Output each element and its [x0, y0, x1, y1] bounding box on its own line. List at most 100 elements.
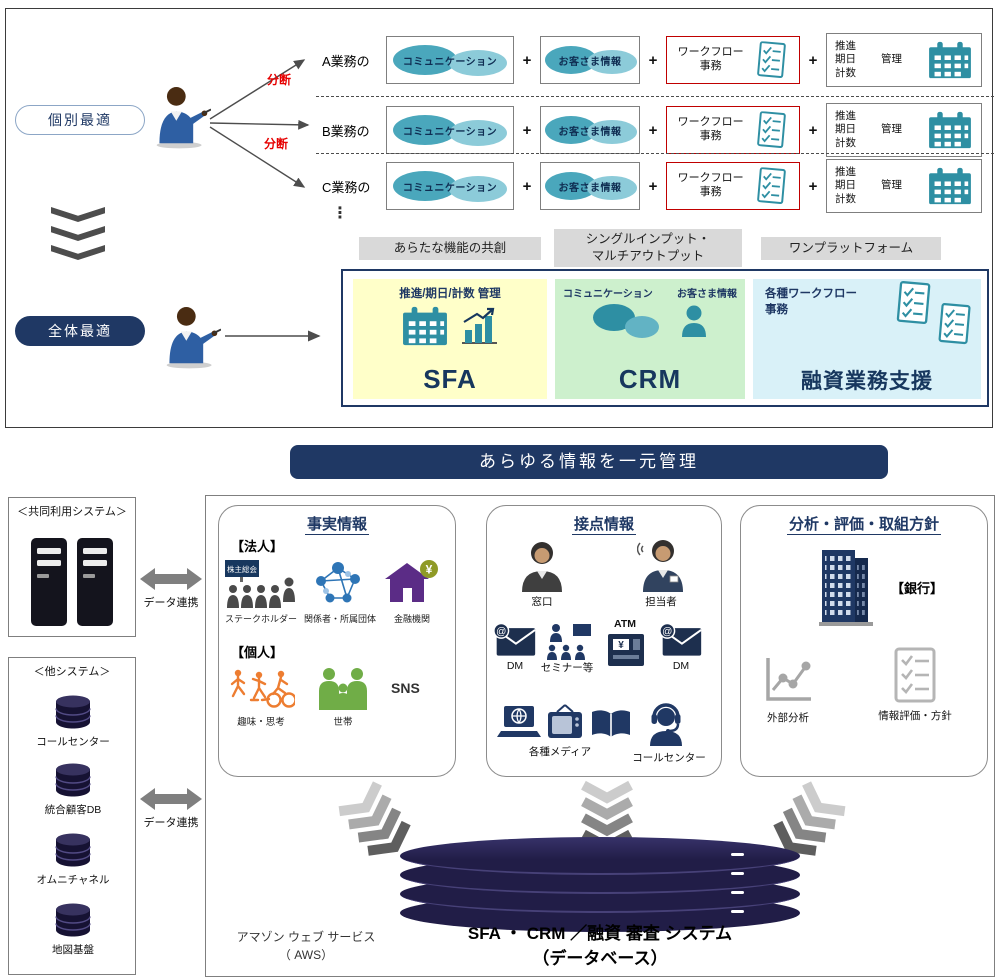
promotion-box: 推進 期日 計数 管理: [826, 159, 982, 213]
co-creation-pill: あらたな機能の共創: [359, 237, 541, 260]
database-icon: [53, 832, 93, 868]
integrated-platform-box: 推進/期日/計数 管理 SFA コミュニケーション お客さま情報: [341, 269, 989, 407]
chevron-down-icon: [51, 226, 105, 241]
db-led: [731, 853, 744, 856]
single-input-pill: シングルインプット・ マルチアウトプット: [554, 229, 742, 267]
workflow-label: ワークフロー 事務: [677, 116, 744, 142]
bank-heading: 【銀行】: [891, 581, 944, 596]
db-led: [731, 910, 744, 913]
db-led: [731, 872, 744, 875]
other-systems-label: ＜他システム＞: [33, 666, 111, 678]
customer-info-box: お客さま情報: [540, 36, 640, 84]
checklist-icon: [754, 167, 788, 205]
contact-info-panel: 接点情報 窓口 担当者 DM セミナー等 ATM ¥ DM: [486, 505, 722, 777]
sfa-panel: 推進/期日/計数 管理 SFA: [353, 279, 547, 399]
database-icon: [53, 762, 93, 798]
other-system-item: 統合顧客DB: [44, 804, 102, 816]
workflow-box: ワークフロー 事務: [666, 36, 800, 84]
svg-text:株主総会: 株主総会: [227, 564, 257, 574]
speech-bubble-icon: [587, 176, 637, 200]
row-label: C業務の: [322, 179, 371, 195]
communication-box: コミュニケーション: [386, 106, 514, 154]
banner-title: あらゆる情報を一元管理: [290, 445, 888, 479]
server-icon: [75, 536, 115, 628]
other-systems-box: ＜他システム＞ コールセンター 統合顧客DB オムニチャネル 地図基盤: [8, 657, 136, 975]
speech-bubble-icon: [449, 176, 507, 202]
manage-label: 管理: [881, 179, 902, 192]
row-label: B業務の: [322, 123, 370, 139]
communication-box: コミュニケーション: [386, 162, 514, 210]
customer-info-label: お客さま情報: [558, 56, 622, 68]
workflow-box: ワークフロー 事務: [666, 106, 800, 154]
calendar-icon: [927, 166, 973, 206]
bar-chart-icon: [462, 307, 497, 344]
promotion-box: 推進 期日 計数管理: [826, 33, 982, 87]
data-link-arrow: [138, 566, 204, 592]
data-link-arrow: [138, 786, 204, 812]
atm-label: ATM: [614, 618, 636, 630]
counter-label: 窓口: [531, 596, 553, 608]
plus-sign: +: [648, 121, 658, 139]
divider-dashed-line: [316, 96, 994, 97]
sfa-header: 推進/期日/計数 管理: [399, 288, 501, 300]
speech-bubble-icon: [393, 171, 457, 201]
call-center-label: コールセンター: [632, 752, 706, 764]
promotion-label: 推進 期日 計数: [835, 109, 856, 149]
crm-header-customer: お客さま情報: [677, 289, 737, 300]
arrow-right: [225, 330, 321, 342]
svg-text:¥: ¥: [618, 640, 624, 651]
top-diagram-frame: 個別最適 分断 分断 A業務の コミュニケーション + お客さま情報 + ワーク…: [5, 8, 994, 428]
business-row-a: A業務の コミュニケーション + お客さま情報 + ワークフロー 事務 + 推進…: [322, 33, 994, 87]
plus-sign: +: [648, 51, 658, 69]
shared-system-box: ＜共同利用システム＞: [8, 497, 136, 637]
loan-header: 各種ワークフロー 事務: [765, 288, 857, 316]
hobby-label: 趣味・思考: [237, 717, 285, 728]
overall-optimal-pill: 全体最適: [15, 316, 145, 346]
system-title-line1: SFA ・ CRM ／融資 審査 システム: [467, 924, 733, 943]
evaluation-label: 情報評価・方針: [878, 710, 952, 722]
speech-bubble-icon: [587, 120, 637, 144]
aws-line2: （ AWS）: [278, 948, 334, 962]
plus-sign: +: [522, 177, 532, 195]
aws-line1: アマゾン ウェブ サービス: [236, 930, 376, 944]
promotion-box: 推進 期日 計数管理: [826, 103, 982, 157]
crm-title: CRM: [618, 364, 682, 394]
workflow-label: ワークフロー 事務: [677, 46, 744, 72]
calendar-icon: [927, 110, 973, 150]
divider-dashed-line: [316, 153, 994, 154]
dm-label: DM: [506, 660, 524, 672]
promotion-label: 推進 期日 計数: [835, 165, 856, 205]
hobby-activities-icon: [230, 669, 295, 708]
customer-info-box: お客さま情報: [540, 106, 640, 154]
data-link-label: データ連携: [143, 597, 199, 609]
calendar-icon: [927, 40, 973, 80]
media-label: 各種メディア: [528, 746, 592, 758]
calendar-icon: [401, 305, 449, 347]
system-title: SFA ・ CRM ／融資 審査 システム （データベース）: [415, 922, 785, 971]
checklist-icon: [935, 303, 973, 345]
speech-bubble-icon: [587, 50, 637, 74]
communication-label: コミュニケーション: [402, 182, 498, 194]
fan-arrows: [209, 59, 310, 188]
aws-caption: アマゾン ウェブ サービス （ AWS）: [222, 928, 390, 964]
business-row-b: B業務の コミュニケーション + お客さま情報 + ワークフロー 事務 + 推進…: [322, 103, 994, 157]
speech-bubble-icon: [449, 120, 507, 146]
laptop-icon: [497, 706, 541, 737]
household-label: 世帯: [333, 717, 353, 728]
bank-building-icon: [819, 550, 873, 626]
call-center-icon: [650, 703, 682, 746]
individual-heading: 【個人】: [231, 645, 284, 660]
external-analysis-icon: [766, 658, 811, 701]
db-led: [731, 891, 744, 894]
db-disk-edge: [400, 875, 800, 913]
checklist-icon: [754, 111, 788, 149]
crm-header-communication: コミュニケーション: [563, 289, 653, 300]
svg-text:¥: ¥: [426, 563, 433, 577]
communication-label: コミュニケーション: [402, 126, 498, 138]
communication-box: コミュニケーション: [386, 36, 514, 84]
database-icon: [53, 902, 93, 938]
plus-sign: +: [522, 51, 532, 69]
plus-sign: +: [808, 121, 818, 139]
row-label: A業務の: [322, 53, 370, 69]
corporate-heading: 【法人】: [231, 539, 284, 554]
